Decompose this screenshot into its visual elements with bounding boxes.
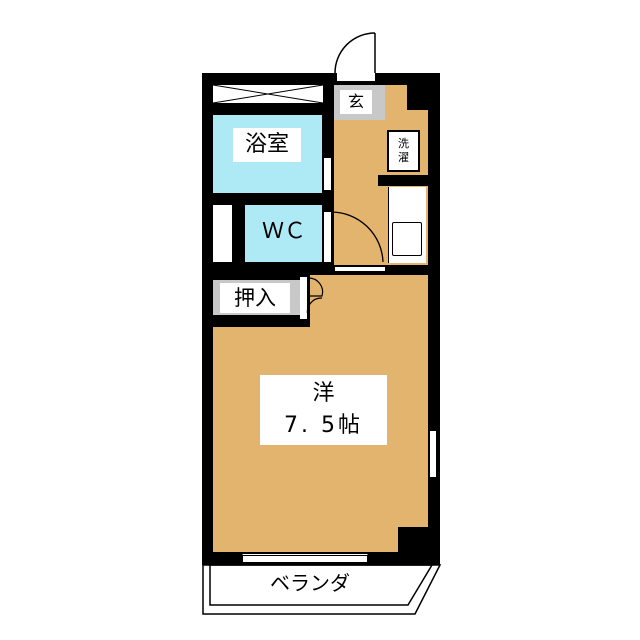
room-type: 洋 — [312, 381, 335, 406]
closet-door — [300, 277, 307, 319]
sink-icon — [392, 222, 422, 256]
bath-door — [324, 158, 331, 190]
side-window — [429, 430, 437, 478]
toilet-door-arc — [330, 211, 384, 263]
room-size: 7. 5帖 — [284, 413, 363, 438]
wall-notch — [407, 85, 428, 110]
entrance-label: 玄 — [340, 90, 372, 114]
balcony-window — [242, 553, 368, 563]
kitchen-wall — [378, 175, 428, 186]
laundry-label-1: 洗 — [398, 137, 409, 150]
balcony-inner — [209, 564, 434, 606]
room-corner-pillar — [398, 527, 428, 552]
closet-small — [213, 205, 232, 262]
entry-door-arc — [334, 32, 376, 74]
laundry-space: 洗 濯 — [387, 130, 420, 172]
laundry-label-2: 濯 — [398, 151, 409, 164]
closet-label: 押入 — [220, 283, 290, 313]
toilet-door — [324, 212, 331, 262]
toilet-label: ＷＣ — [252, 215, 316, 249]
bathroom-label: 浴室 — [233, 128, 301, 162]
entry-door-opening — [337, 73, 375, 81]
balcony-label: ベランダ — [270, 571, 350, 595]
room-door-opening — [334, 266, 386, 272]
western-room-label: 洋 7. 5帖 — [260, 375, 387, 445]
